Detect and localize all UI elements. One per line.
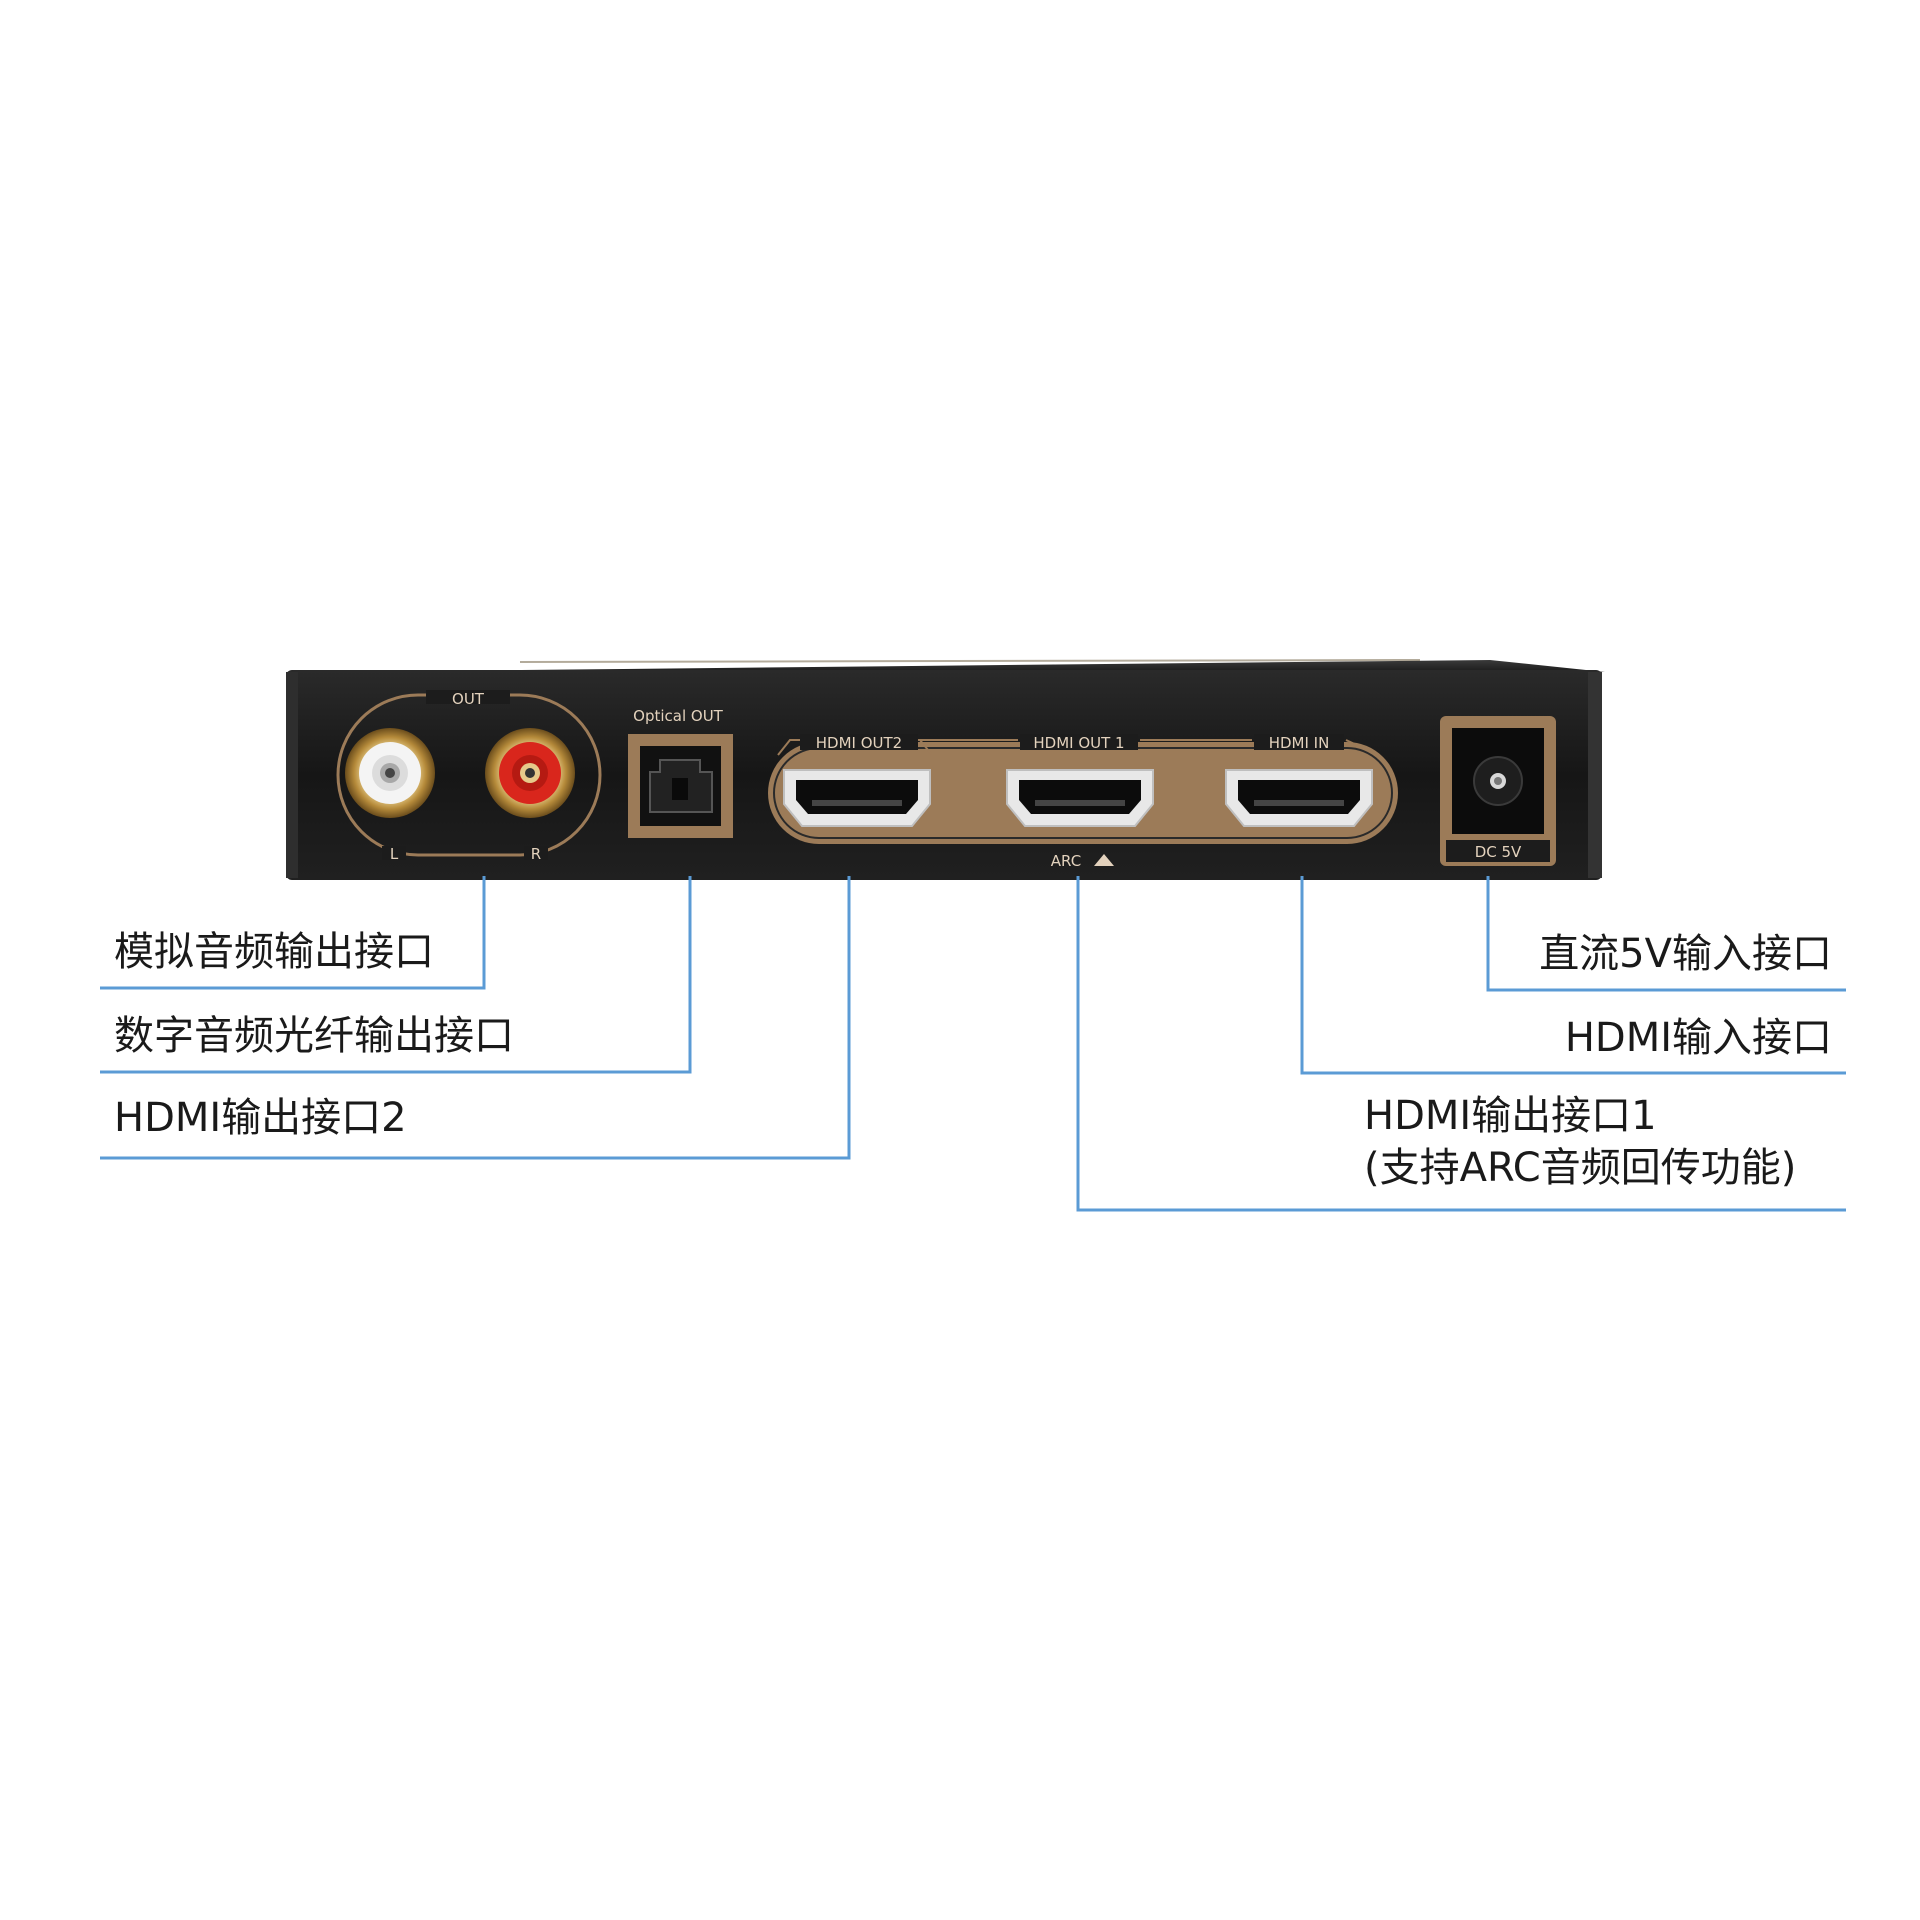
callout-analog-audio: 模拟音频输出接口 <box>114 929 434 975</box>
leader-lines <box>100 876 1846 1212</box>
hdmi-out1-port <box>1006 769 1154 827</box>
rca-left-white-port <box>345 728 435 818</box>
device: OUT L R Optical OUT <box>286 659 1605 880</box>
callout-hdmi-out1-title: HDMI输出接口1 <box>1364 1093 1657 1139</box>
hdmi-out2-label: HDMI OUT2 <box>816 734 902 752</box>
device-top-print <box>519 659 1421 663</box>
hdmi-in-port <box>1225 769 1373 827</box>
hdmi-port-group: HDMI OUT2 HDMI OUT 1 HDMI IN <box>768 734 1398 844</box>
hdmi-in-label: HDMI IN <box>1269 734 1330 752</box>
callout-dc-input: 直流5V输入接口 <box>1539 931 1832 977</box>
callout-optical-audio: 数字音频光纤输出接口 <box>114 1013 514 1059</box>
hdmi-out2-port <box>783 769 931 827</box>
leader-optical-audio <box>100 876 692 1074</box>
dc-5v-label: DC 5V <box>1475 843 1522 861</box>
callout-hdmi-out2: HDMI输出接口2 <box>114 1095 407 1141</box>
analog-audio-group: OUT L R <box>336 690 602 863</box>
leader-hdmi-in <box>1300 876 1846 1075</box>
leader-hdmi-out2 <box>100 876 851 1160</box>
callout-hdmi-out1: HDMI输出接口1 (支持ARC音频回传功能) <box>1364 1090 1796 1194</box>
dc-input-group: DC 5V <box>1440 716 1556 866</box>
rca-right-red-port <box>485 728 575 818</box>
leader-dc-input <box>1486 876 1846 992</box>
callout-hdmi-input: HDMI输入接口 <box>1564 1015 1832 1061</box>
arc-label: ARC <box>1051 852 1081 870</box>
leader-analog-audio <box>100 876 486 990</box>
leader-hdmi-out1 <box>1076 876 1846 1212</box>
left-channel-label: L <box>390 845 399 863</box>
callout-hdmi-out1-note: (支持ARC音频回传功能) <box>1364 1145 1797 1191</box>
audio-out-label: OUT <box>452 690 485 708</box>
right-channel-label: R <box>531 845 541 863</box>
hdmi-out1-label: HDMI OUT 1 <box>1033 734 1124 752</box>
device-top-surface <box>286 660 1605 672</box>
optical-out-group: Optical OUT <box>628 707 733 838</box>
optical-out-label: Optical OUT <box>633 707 724 725</box>
arc-triangle-icon <box>1094 854 1114 866</box>
